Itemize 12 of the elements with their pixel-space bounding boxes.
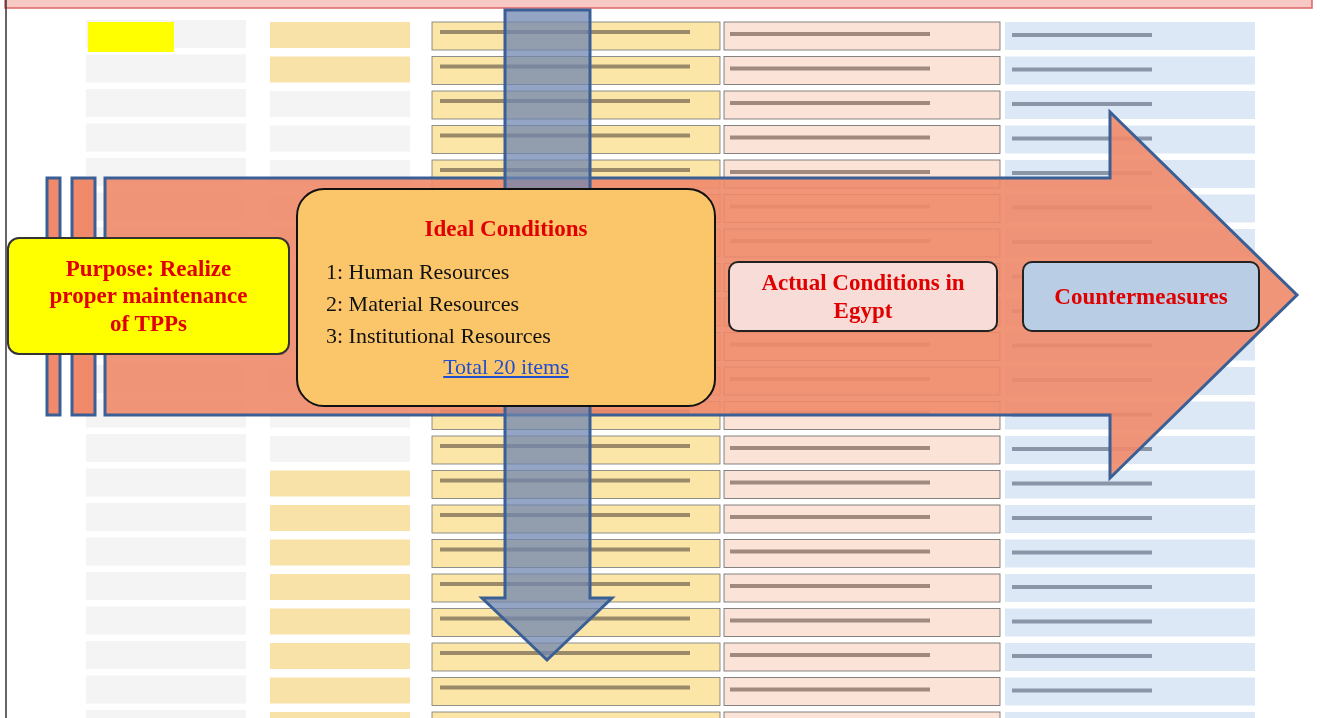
ideal-conditions-box: [296, 188, 716, 407]
heading: Countermeasures: [1054, 282, 1228, 311]
heading: Actual Conditions in Egypt: [760, 268, 966, 325]
heading: Ideal Conditions: [424, 214, 588, 243]
actual-conditions-box: [728, 261, 998, 332]
list-item: 1: Human Resources: [326, 258, 510, 287]
link: Total 20 items: [443, 354, 569, 381]
list-item: 2: Material Resources: [326, 290, 520, 319]
countermeasures-box: [1022, 261, 1260, 332]
list-item: 3: Institutional Resources: [326, 322, 551, 351]
heading: Purpose: Realize proper maintenance of TPPs: [48, 254, 249, 338]
purpose-box: [7, 237, 290, 355]
